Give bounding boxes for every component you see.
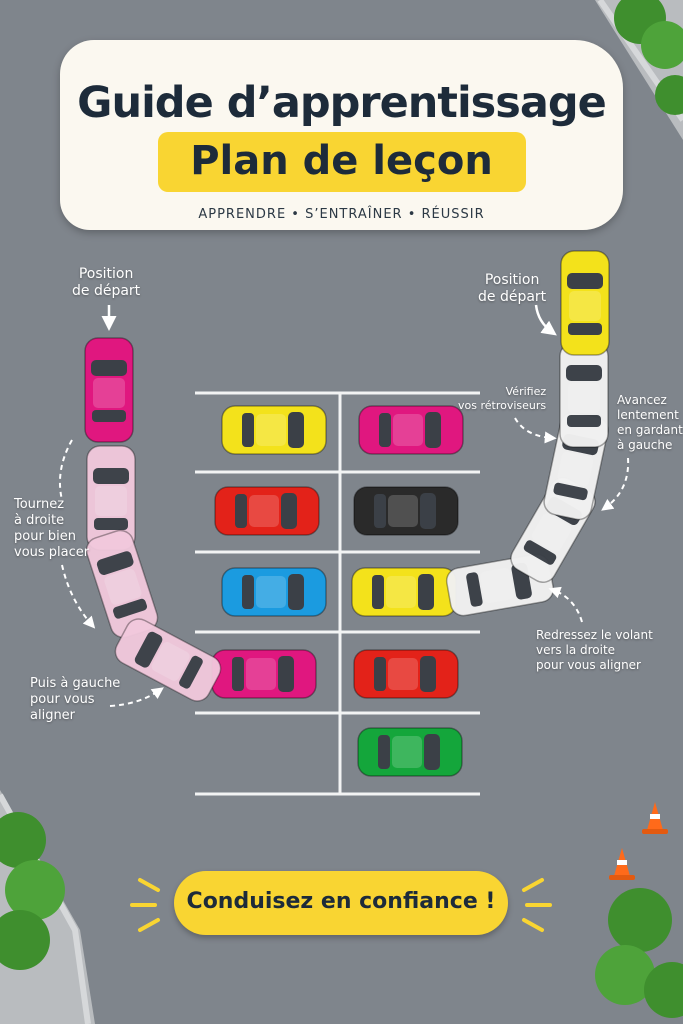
right-step-advance: Avancez lentement en gardant à gauche	[617, 393, 683, 452]
tagline: APPRENDRE • S’ENTRAÎNER • RÉUSSIR	[198, 207, 485, 222]
shrub-icon	[0, 812, 65, 970]
left-maneuver-path	[84, 337, 222, 702]
parked-car	[211, 649, 317, 699]
curved-arrow-icon	[601, 457, 630, 511]
parking-lines	[195, 391, 480, 796]
page-subtitle: Plan de leçon	[190, 138, 493, 184]
left-step-turn-left: Puis à gauche pour vous aligner	[30, 676, 121, 723]
subtitle-highlight	[158, 132, 526, 192]
ghost-car	[114, 618, 222, 702]
right-maneuver-path	[445, 250, 610, 617]
curved-arrow-icon	[548, 586, 583, 623]
curved-arrow-icon	[514, 417, 557, 444]
right-start-label: Position de départ	[478, 272, 547, 305]
page-title: Guide d’apprentissage	[77, 78, 607, 128]
slogan: Conduisez en confiance !	[186, 889, 496, 914]
left-start-label: Position de départ	[72, 266, 141, 299]
parked-car	[221, 405, 327, 455]
ghost-car	[559, 342, 609, 448]
curved-arrow-icon	[61, 564, 96, 629]
right-step-mirrors: Vérifiez vos rétroviseurs	[458, 385, 547, 412]
start-car-right	[560, 250, 610, 356]
traffic-cone-icon	[609, 848, 635, 880]
parked-car	[353, 649, 459, 699]
parked-car	[214, 486, 320, 536]
start-car-left	[84, 337, 134, 443]
parked-car	[353, 486, 459, 536]
parked-car	[351, 567, 457, 617]
parked-car	[221, 567, 327, 617]
parked-cars	[211, 405, 464, 777]
ghost-car	[86, 445, 136, 551]
parked-car	[358, 405, 464, 455]
shrub-icon	[595, 888, 683, 1018]
left-step-turn-right: Tournez à droite pour bien vous placer	[14, 497, 90, 560]
shrub-icon	[614, 0, 683, 115]
parked-car	[357, 727, 463, 777]
curved-arrow-icon	[109, 687, 164, 707]
curved-arrow-icon	[534, 304, 557, 336]
slogan-pill	[174, 871, 508, 935]
curved-arrow-icon	[59, 439, 73, 501]
right-step-straighten: Redressez le volant vers la droite pour …	[536, 628, 653, 672]
traffic-cone-icon	[642, 802, 668, 834]
